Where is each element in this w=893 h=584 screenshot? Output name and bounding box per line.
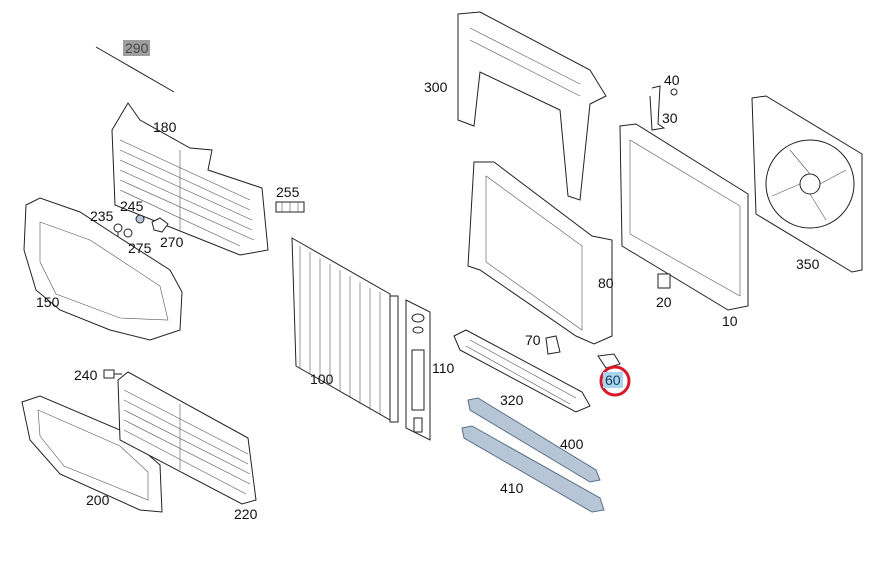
- callout-10[interactable]: 10: [722, 313, 738, 329]
- part-240-bolt: [103, 369, 122, 379]
- part-10-radiator: [619, 123, 749, 311]
- callout-320[interactable]: 320: [500, 392, 524, 408]
- callout-70[interactable]: 70: [525, 332, 541, 348]
- hardware-screws: [113, 214, 169, 238]
- leader-290: [95, 46, 175, 93]
- part-350-fan-shroud: [751, 95, 863, 273]
- callout-270[interactable]: 270: [160, 234, 184, 250]
- callout-410[interactable]: 410: [500, 480, 524, 496]
- part-70-bracket: [545, 335, 561, 355]
- callout-255[interactable]: 255: [276, 184, 300, 200]
- callout-235[interactable]: 235: [90, 208, 114, 224]
- part-80-radiator-carrier: [467, 161, 613, 345]
- part-400-seal-strip: [467, 397, 601, 483]
- part-255-clip: [275, 201, 305, 213]
- callout-110[interactable]: 110: [432, 360, 455, 376]
- part-60-sensor: [597, 353, 621, 369]
- part-200-lower-frame: [21, 395, 163, 513]
- part-410-seal-strip: [461, 425, 605, 513]
- callout-400[interactable]: 400: [560, 436, 584, 452]
- callout-245[interactable]: 245: [120, 198, 144, 214]
- callout-20[interactable]: 20: [656, 294, 672, 310]
- part-220-lower-louver: [117, 371, 257, 505]
- callout-350[interactable]: 350: [796, 256, 820, 272]
- part-320-air-guide: [453, 329, 591, 413]
- part-40-30-bracket-bolt: [649, 85, 678, 131]
- part-150-grille-shroud: [23, 197, 183, 341]
- callout-290[interactable]: 290: [123, 40, 151, 56]
- callout-300[interactable]: 300: [424, 79, 448, 95]
- callout-100[interactable]: 100: [310, 371, 334, 387]
- callout-30[interactable]: 30: [662, 110, 678, 126]
- callout-150[interactable]: 150: [36, 294, 60, 310]
- callout-240[interactable]: 240: [74, 367, 98, 383]
- callout-200[interactable]: 200: [86, 492, 110, 508]
- callout-275[interactable]: 275: [128, 240, 152, 256]
- part-300-upper-frame: [457, 11, 607, 201]
- part-100-condenser: [291, 237, 399, 423]
- callout-180[interactable]: 180: [153, 119, 177, 135]
- callout-220[interactable]: 220: [234, 506, 258, 522]
- part-110-receiver-dryer: [405, 299, 431, 441]
- part-180-upper-louver-frame: [111, 102, 269, 256]
- callout-40[interactable]: 40: [664, 72, 680, 88]
- callout-80[interactable]: 80: [598, 275, 614, 291]
- part-20-drain: [657, 273, 671, 289]
- highlight-ring-60: [599, 365, 631, 397]
- callout-60[interactable]: 60: [603, 372, 623, 388]
